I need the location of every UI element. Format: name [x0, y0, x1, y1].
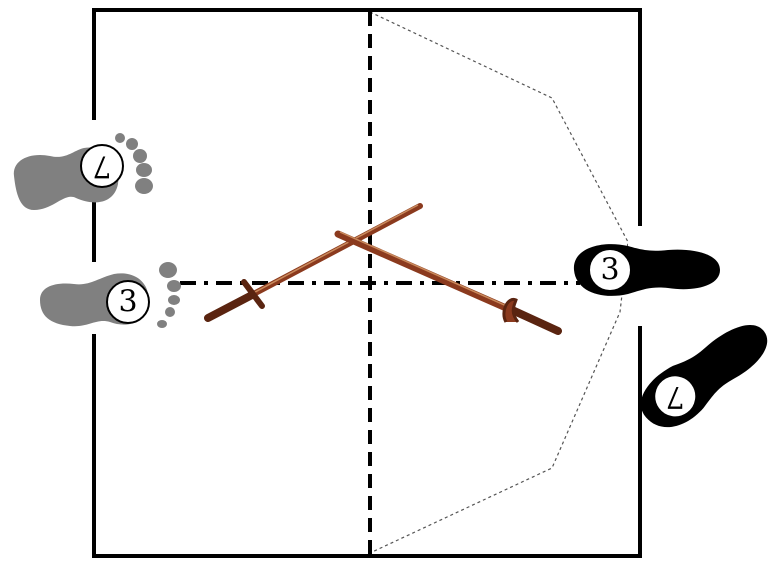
sword-cross-gap	[326, 209, 364, 239]
sword-left-guard	[241, 279, 265, 309]
sword-right-handle	[506, 305, 562, 335]
toe	[157, 320, 167, 328]
toe	[165, 307, 175, 317]
black-upper-foot: 3	[573, 244, 720, 296]
label-circle	[653, 374, 698, 419]
black-lower-foot: 7	[640, 325, 768, 427]
toe	[136, 163, 152, 177]
foot-label: 7	[92, 149, 111, 184]
toe	[126, 138, 138, 150]
label-circle	[588, 248, 632, 292]
foot-label: 3	[600, 253, 619, 288]
label-circle	[80, 144, 124, 188]
foot-label: 3	[118, 285, 137, 320]
toe	[168, 295, 180, 305]
sword-left-handle	[204, 291, 256, 322]
toe	[115, 133, 125, 143]
foot-label: 7	[666, 379, 685, 414]
sword-right	[334, 230, 562, 335]
label-circle	[106, 280, 150, 324]
range-outline	[369, 11, 629, 554]
sword-right-guard	[502, 297, 520, 323]
grey-upper-foot: 7	[13, 133, 153, 210]
toe	[133, 149, 147, 163]
toe	[159, 262, 177, 278]
grey-lower-foot: 3	[40, 262, 181, 328]
sword-left	[204, 203, 423, 322]
toe	[167, 280, 181, 292]
toe	[135, 178, 153, 194]
